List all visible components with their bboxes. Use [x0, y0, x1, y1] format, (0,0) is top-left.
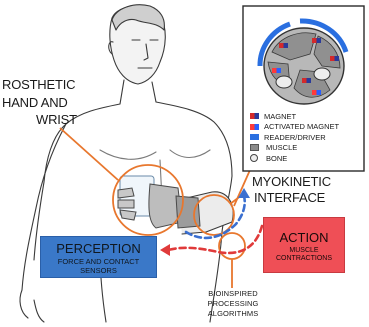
algorithms-label-line1: BIOINSPIRED [196, 290, 270, 298]
algorithms-label-line2: PROCESSING [196, 300, 270, 308]
perception-box: PERCEPTION FORCE AND CONTACT SENSORS [40, 236, 157, 278]
legend: MAGNET ACTIVATED MAGNET READER/DRIVER MU… [250, 111, 339, 164]
prosthetic-label-line3: WRIST [2, 113, 77, 127]
action-subtitle-line1: MUSCLE [264, 247, 344, 255]
legend-item: MUSCLE [250, 143, 339, 153]
legend-item-label: MAGNET [264, 112, 296, 121]
legend-item-label: ACTIVATED MAGNET [264, 122, 339, 131]
bone-left [276, 76, 292, 88]
legend-item: BONE [250, 153, 339, 163]
perception-subtitle-line2: SENSORS [41, 267, 156, 276]
legend-item-label: READER/DRIVER [264, 133, 326, 142]
action-box: ACTION MUSCLE CONTRACTIONS [263, 217, 345, 273]
legend-item-label: BONE [266, 154, 287, 163]
red-arrowhead-icon [160, 244, 170, 256]
legend-item: MAGNET [250, 111, 339, 121]
prosthetic-label-line1: ROSTHETIC [2, 78, 77, 92]
prosthetic-pointer-line [60, 128, 118, 180]
legend-item: ACTIVATED MAGNET [250, 122, 339, 132]
inset-pointer-line [234, 170, 250, 206]
legend-item: READER/DRIVER [250, 132, 339, 142]
muscle-swatch-icon [250, 144, 259, 151]
activated-magnet-swatch-icon [250, 124, 259, 130]
prosthetic-label: ROSTHETIC HAND AND WRIST [2, 78, 77, 127]
algorithm-highlight-circle [219, 233, 245, 259]
myokinetic-label: MYOKINETIC INTERFACE [252, 175, 331, 204]
action-subtitle-line2: CONTRACTIONS [264, 255, 344, 263]
magnet-swatch-icon [250, 113, 259, 119]
bone-swatch-icon [250, 154, 258, 162]
algorithms-label: BIOINSPIRED PROCESSING ALGORITHMS [196, 290, 270, 318]
left-hand [20, 290, 44, 322]
perception-title: PERCEPTION [41, 241, 156, 256]
action-title: ACTION [264, 230, 344, 245]
legend-item-label: MUSCLE [266, 143, 297, 152]
bone-right [314, 68, 330, 80]
myokinetic-label-line1: MYOKINETIC [252, 175, 331, 189]
reader-driver-swatch-icon [250, 134, 259, 140]
prosthetic-label-line2: HAND AND [2, 96, 77, 110]
prosthetic-hand [118, 176, 200, 228]
algorithms-label-line3: ALGORITHMS [196, 310, 270, 318]
myokinetic-label-line2: INTERFACE [252, 191, 331, 205]
